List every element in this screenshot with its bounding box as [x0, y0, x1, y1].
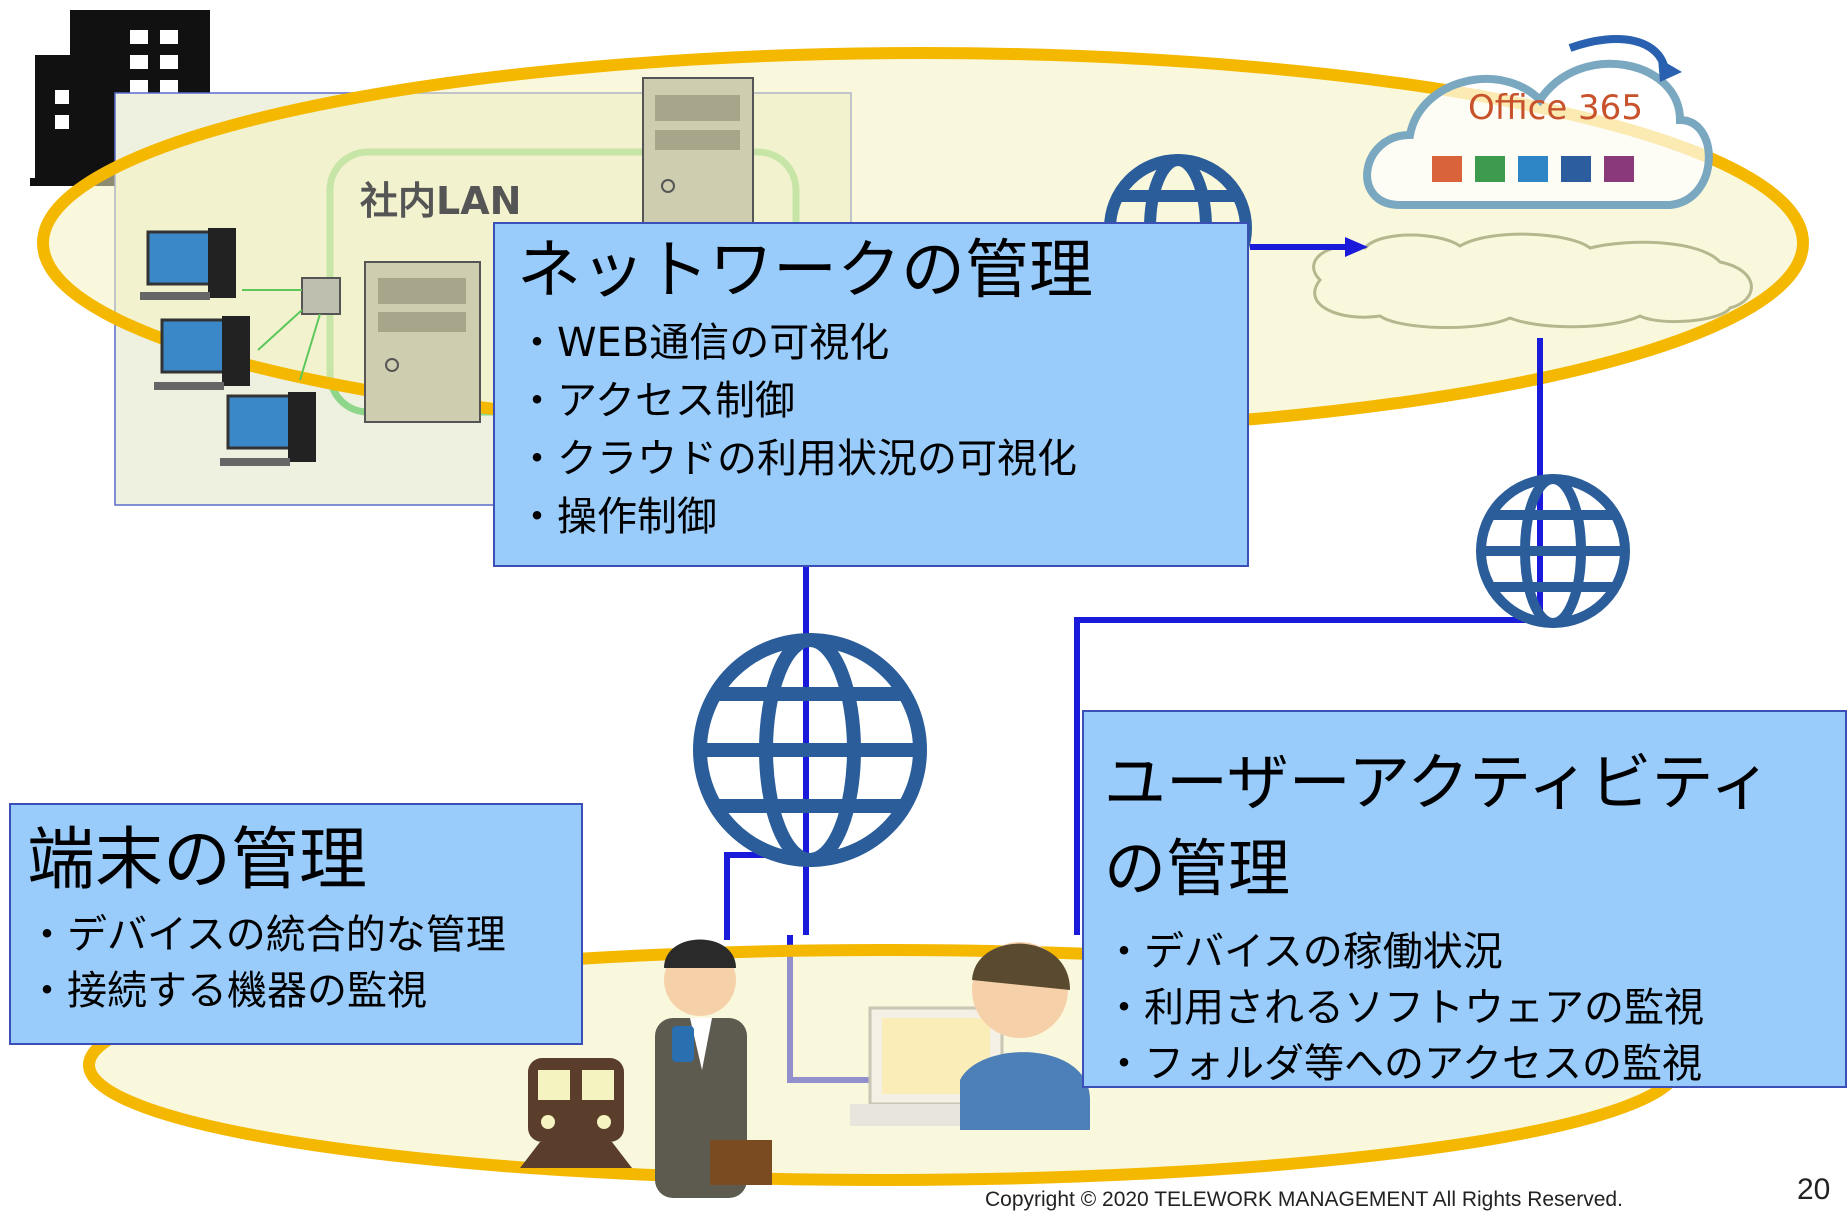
- arrow-head: [1345, 237, 1368, 257]
- server-icon: [364, 261, 481, 423]
- network-management-box: ネットワークの管理 ・WEB通信の可視化 ・アクセス制御 ・クラウドの利用状況の…: [493, 222, 1249, 567]
- list-item: ・操作制御: [517, 493, 717, 540]
- list-item: ・アクセス制御: [517, 377, 795, 424]
- list-item: ・利用されるソフトウェアの監視: [1104, 985, 1704, 1031]
- copyright-notice: Copyright © 2020 TELEWORK MANAGEMENT All…: [985, 1188, 1623, 1211]
- office365-label: Office 365: [1468, 88, 1643, 128]
- user-activity-management-title: ユーザーアクティビティ の管理: [1104, 746, 1772, 905]
- device-management-title: 端末の管理: [27, 821, 368, 900]
- list-item: ・クラウドの利用状況の可視化: [517, 435, 1077, 482]
- desktop-pc-icon: [154, 316, 250, 390]
- globe-icon: [1476, 474, 1630, 628]
- office365-cloud-icon: [1363, 35, 1713, 209]
- list-item: ・デバイスの統合的な管理: [27, 912, 506, 959]
- train-icon: [520, 1058, 632, 1168]
- person-with-phone-illustration: [655, 939, 772, 1198]
- list-item: ・WEB通信の可視化: [517, 319, 890, 366]
- globe-icon: [693, 633, 927, 867]
- list-item: ・フォルダ等へのアクセスの監視: [1104, 1041, 1702, 1087]
- network-management-list: ・WEB通信の可視化 ・アクセス制御 ・クラウドの利用状況の可視化 ・操作制御: [517, 314, 1247, 546]
- list-item: ・接続する機器の監視: [27, 968, 427, 1015]
- server-icon: [642, 77, 754, 239]
- list-item: ・デバイスの稼働状況: [1104, 929, 1503, 975]
- device-management-box: 端末の管理 ・デバイスの統合的な管理 ・接続する機器の監視: [9, 803, 583, 1045]
- lan-label: 社内LAN: [360, 179, 522, 223]
- desktop-pc-icon: [220, 392, 316, 466]
- network-management-title: ネットワークの管理: [517, 234, 1093, 308]
- network-hub-icon: [242, 277, 341, 381]
- desktop-pc-icon: [140, 228, 236, 300]
- internet-cloud-icon: [1312, 232, 1753, 329]
- device-management-list: ・デバイスの統合的な管理 ・接続する機器の監視: [27, 907, 581, 1019]
- user-activity-management-list: ・デバイスの稼働状況 ・利用されるソフトウェアの監視 ・フォルダ等へのアクセスの…: [1104, 924, 1845, 1092]
- page-number: 20: [1797, 1173, 1831, 1206]
- user-activity-management-box: ユーザーアクティビティ の管理 ・デバイスの稼働状況 ・利用されるソフトウェアの…: [1082, 710, 1847, 1088]
- person-with-laptop-illustration: [850, 942, 1090, 1130]
